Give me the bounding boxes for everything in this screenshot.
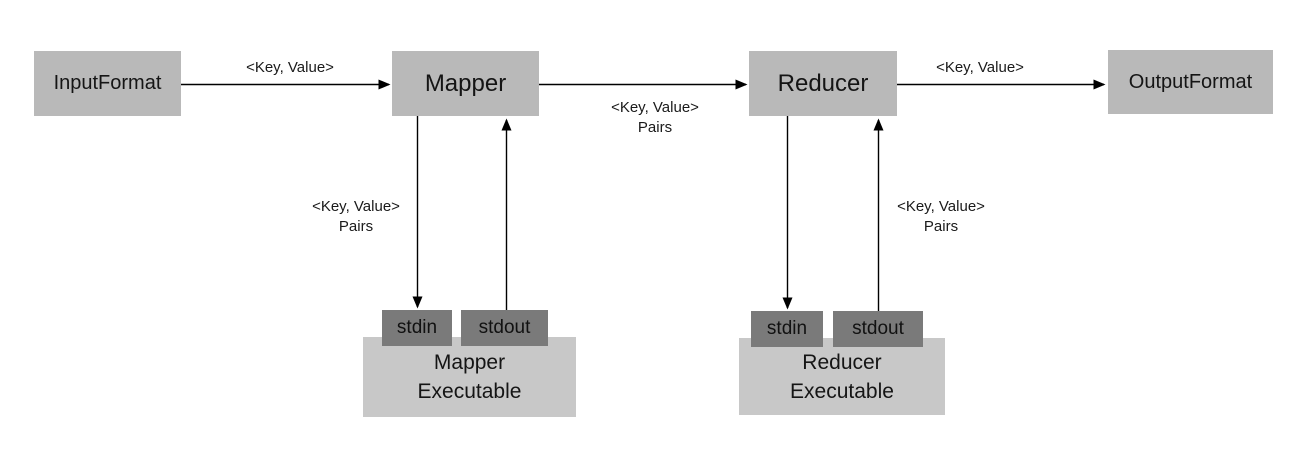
node-reducer-stdout: stdout [833,311,923,347]
edge-label-mapper-to-reducer: <Key, Value> Pairs [611,98,699,138]
edge-label-mapper-to-exec: <Key, Value> Pairs [312,197,400,237]
edge-label-exec-to-reducer-line1: <Key, Value> [897,198,985,215]
node-output-format: OutputFormat [1108,50,1273,114]
node-mapper-stdin-label: stdin [396,317,438,338]
node-mapper-executable-line2: Executable [417,380,522,403]
edge-label-reducer-to-output: <Key, Value> [936,59,1024,76]
node-mapper-executable-line1: Mapper [433,351,506,374]
edge-label-exec-to-reducer: <Key, Value> Pairs [897,197,985,237]
node-reducer-label: Reducer [777,69,869,97]
node-mapper-executable: Mapper Executable [363,337,576,417]
node-reducer-stdout-label: stdout [852,318,904,339]
node-output-format-label: OutputFormat [1128,70,1253,93]
edge-label-mapper-to-reducer-line1: <Key, Value> [611,99,699,116]
node-mapper-stdout: stdout [461,310,548,346]
node-reducer-stdin: stdin [751,311,823,347]
node-reducer-executable-line2: Executable [790,379,894,403]
node-mapper: Mapper [392,51,539,116]
node-mapper-label: Mapper [424,69,507,97]
node-reducer-executable-line1: Reducer [802,350,882,374]
node-input-format-label: InputFormat [53,72,162,94]
edge-label-exec-to-reducer-line2: Pairs [923,218,959,235]
node-reducer-stdin-label: stdin [766,318,808,339]
node-input-format: InputFormat [34,51,181,116]
node-mapper-stdin: stdin [382,310,452,346]
edge-label-mapper-to-reducer-line2: Pairs [637,119,673,136]
node-reducer: Reducer [749,51,897,116]
edge-label-mapper-to-exec-line1: <Key, Value> [312,198,400,215]
node-mapper-stdout-label: stdout [478,317,531,338]
edge-label-input-to-mapper: <Key, Value> [246,59,334,76]
edge-label-mapper-to-exec-line2: Pairs [338,218,374,235]
node-reducer-executable: Reducer Executable [739,338,945,415]
